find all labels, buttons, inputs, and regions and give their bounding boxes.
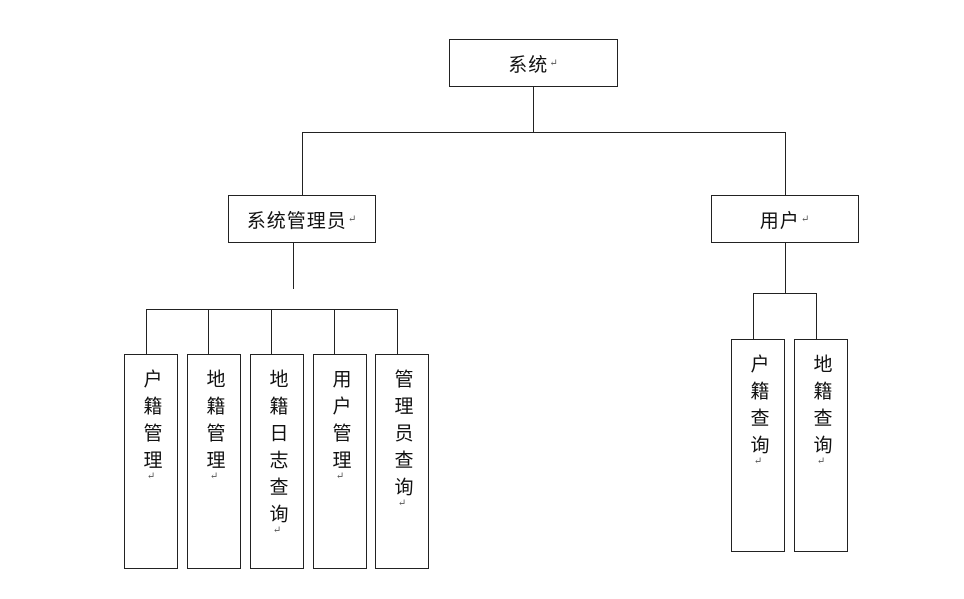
paragraph-mark: ↵ xyxy=(800,213,811,225)
paragraph-mark: ↵ xyxy=(397,498,407,509)
root-label: 系统 xyxy=(508,53,549,76)
paragraph-mark: ↵ xyxy=(347,213,358,225)
admin-child-label: 管理员查询 xyxy=(391,369,414,504)
connector xyxy=(293,243,294,289)
user-child-label: 户籍查询 xyxy=(747,354,770,462)
admin-child-label: 户籍管理 xyxy=(140,369,163,477)
paragraph-mark: ↵ xyxy=(549,57,559,69)
connector xyxy=(533,86,534,132)
admin-child-label: 用户管理 xyxy=(329,369,352,477)
paragraph-mark: ↵ xyxy=(209,471,219,482)
admin-child-label: 地籍管理 xyxy=(203,369,226,477)
connector xyxy=(302,132,786,133)
admin-child-label: 地籍日志查询 xyxy=(266,369,289,531)
admin-child-node: 地籍日志查询↵ xyxy=(250,354,304,569)
connector xyxy=(208,309,209,355)
paragraph-mark: ↵ xyxy=(272,525,282,536)
connector xyxy=(753,293,817,294)
user-label: 用户 xyxy=(759,209,800,232)
paragraph-mark: ↵ xyxy=(753,456,763,467)
connector xyxy=(271,309,272,355)
connector xyxy=(785,243,786,293)
connector xyxy=(753,293,754,340)
connector xyxy=(397,309,398,355)
user-child-label: 地籍查询 xyxy=(810,354,833,462)
admin-node: 系统管理员↵ xyxy=(228,195,376,243)
user-child-node: 户籍查询↵ xyxy=(731,339,785,552)
connector xyxy=(146,309,398,310)
admin-child-node: 管理员查询↵ xyxy=(375,354,429,569)
user-node: 用户↵ xyxy=(711,195,859,243)
connector xyxy=(816,293,817,340)
paragraph-mark: ↵ xyxy=(335,471,345,482)
admin-label: 系统管理员 xyxy=(246,209,347,232)
paragraph-mark: ↵ xyxy=(816,456,826,467)
paragraph-mark: ↵ xyxy=(146,471,156,482)
connector xyxy=(334,309,335,355)
admin-child-node: 地籍管理↵ xyxy=(187,354,241,569)
admin-child-node: 户籍管理↵ xyxy=(124,354,178,569)
connector xyxy=(146,309,147,355)
user-child-node: 地籍查询↵ xyxy=(794,339,848,552)
root-node: 系统↵ xyxy=(449,39,618,87)
connector xyxy=(785,132,786,196)
admin-child-node: 用户管理↵ xyxy=(313,354,367,569)
connector xyxy=(302,132,303,196)
